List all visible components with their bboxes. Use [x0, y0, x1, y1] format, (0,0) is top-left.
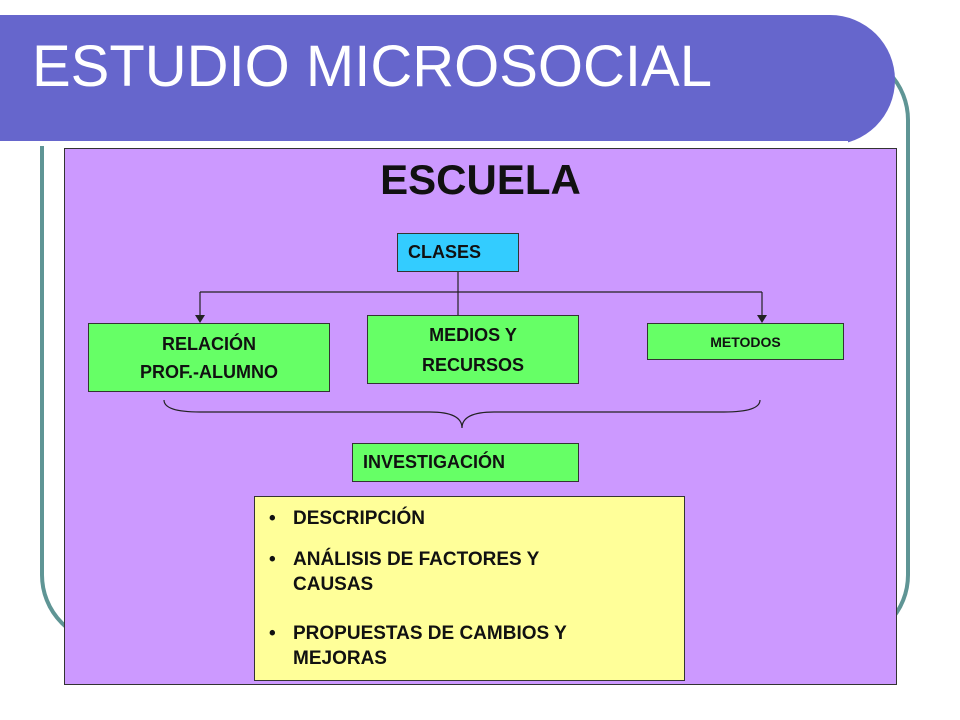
node-clases: CLASES	[397, 233, 519, 272]
node-relacion-line-1: RELACIÓN	[162, 333, 256, 354]
bullet-icon: •	[269, 508, 276, 529]
node-investigacion: INVESTIGACIÓN	[352, 443, 579, 482]
list-item-propuestas: • PROPUESTAS DE CAMBIOS Y MEJORAS	[269, 621, 659, 671]
node-metodos-label: METODOS	[710, 333, 781, 350]
node-metodos: METODOS	[647, 323, 844, 360]
bullet-icon: •	[269, 623, 276, 644]
node-medios-line-2: RECURSOS	[421, 354, 524, 375]
node-relacion-prof-alumno: RELACIÓN PROF.-ALUMNO	[88, 323, 330, 392]
title-bar	[0, 15, 895, 146]
slide-title: ESTUDIO MICROSOCIAL	[32, 34, 712, 99]
title-underline	[0, 141, 848, 146]
list-item-descripcion: • DESCRIPCIÓN	[269, 506, 659, 531]
node-investigacion-label: INVESTIGACIÓN	[363, 452, 506, 472]
node-medios-line-1: MEDIOS Y	[429, 324, 517, 345]
node-clases-label: CLASES	[408, 242, 482, 262]
list-item-3-line-2: MEJORAS	[293, 648, 387, 669]
diagram-heading: ESCUELA	[380, 156, 581, 203]
node-relacion-line-2: PROF.-ALUMNO	[140, 361, 278, 382]
list-item-analisis: • ANÁLISIS DE FACTORES Y CAUSAS	[269, 547, 659, 597]
list-item-3-line-1: PROPUESTAS DE CAMBIOS Y	[293, 623, 567, 644]
list-item-1-line-1: DESCRIPCIÓN	[293, 508, 425, 529]
investigation-list-box: • DESCRIPCIÓN • ANÁLISIS DE FACTORES Y C…	[254, 496, 685, 681]
bullet-icon: •	[269, 549, 276, 570]
list-item-2-line-1: ANÁLISIS DE FACTORES Y	[293, 549, 540, 570]
list-item-2-line-2: CAUSAS	[293, 574, 374, 595]
node-medios-recursos: MEDIOS Y RECURSOS	[367, 315, 579, 384]
